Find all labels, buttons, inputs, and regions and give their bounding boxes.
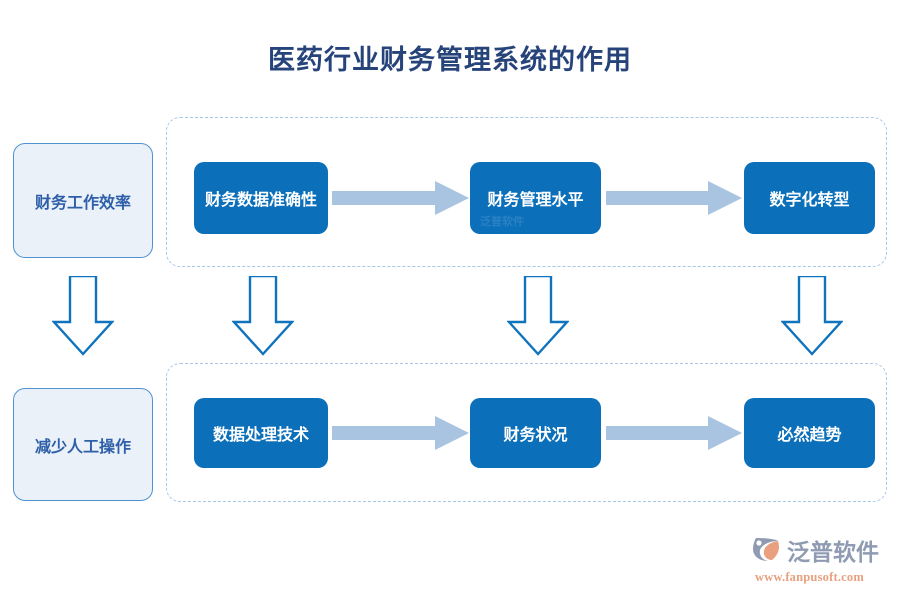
node-inevitable-trend[interactable]: 必然趋势 <box>744 398 875 468</box>
arrow-right-top-1 <box>332 181 469 215</box>
arrow-right-bottom-1 <box>332 416 469 450</box>
node-financial-management-level[interactable]: 财务管理水平 泛普软件 <box>470 162 601 234</box>
node-digital-transformation[interactable]: 数字化转型 <box>744 162 875 234</box>
inner-watermark: 泛普软件 <box>480 216 524 228</box>
node-label: 数字化转型 <box>769 192 850 209</box>
left-box-label: 财务工作效率 <box>34 194 131 212</box>
brand-logo: 泛普软件 www.fanpusoft.com <box>752 534 892 586</box>
node-label: 财务数据准确性 <box>204 192 317 209</box>
brand-name: 泛普软件 <box>787 539 879 565</box>
arrow-right-bottom-2 <box>606 416 742 450</box>
left-box-reduce-manual-operation[interactable]: 减少人工操作 <box>13 388 153 501</box>
dashed-group-top <box>166 117 887 267</box>
fanpu-logo-icon <box>752 536 782 568</box>
dashed-group-bottom <box>166 363 887 502</box>
left-box-financial-efficiency[interactable]: 财务工作效率 <box>13 143 153 258</box>
node-label: 必然趋势 <box>777 427 842 444</box>
down-arrow-col-1 <box>232 276 294 356</box>
left-box-label: 减少人工操作 <box>34 438 131 456</box>
down-arrow-left-column <box>52 276 114 356</box>
page-title: 医药行业财务管理系统的作用 <box>268 45 632 75</box>
down-arrow-col-3 <box>781 276 843 356</box>
node-data-processing-technology[interactable]: 数据处理技术 <box>194 398 328 468</box>
node-financial-status[interactable]: 财务状况 <box>470 398 601 468</box>
brand-url: www.fanpusoft.com <box>755 570 864 585</box>
down-arrow-col-2 <box>507 276 569 356</box>
arrow-right-top-2 <box>606 181 742 215</box>
node-label: 财务管理水平 <box>487 192 584 209</box>
node-label: 数据处理技术 <box>212 427 309 444</box>
node-label: 财务状况 <box>503 427 568 444</box>
brand-row: 泛普软件 <box>752 536 879 568</box>
node-financial-data-accuracy[interactable]: 财务数据准确性 <box>194 162 328 234</box>
